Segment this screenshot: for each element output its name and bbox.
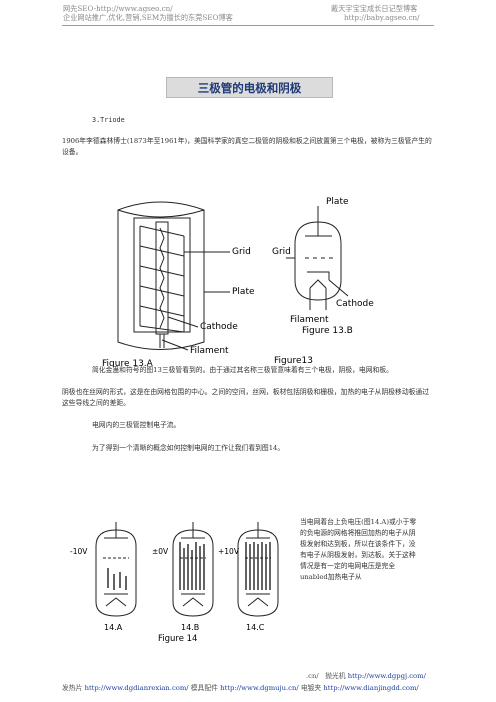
- footer-line2: 发热片 http://www.dgdianrexian.com/ 模具配件 ht…: [62, 682, 419, 692]
- label-14b: 14.B: [181, 623, 199, 632]
- symbol-label-grid: Grid: [272, 247, 291, 257]
- symbol-label-cathode: Cathode: [336, 299, 374, 309]
- footer-clip-text: 电镀夹: [300, 684, 322, 692]
- footer-polisher-text: 抛光机: [325, 672, 346, 680]
- section-heading: 3.Triode: [92, 116, 125, 124]
- footer-line1: .cn/ 抛光机 http://www.dgpgj.com/: [306, 670, 426, 680]
- label-filament: Filament: [190, 346, 229, 356]
- voltage-14b: ±0V: [152, 547, 169, 556]
- footer-mold-link[interactable]: http://www.dgmuju.cn/: [220, 684, 299, 692]
- caption-figure-14: Figure 14: [158, 634, 197, 643]
- voltage-14a: -10V: [70, 547, 88, 556]
- footer-heater-link[interactable]: http://www.dgdianrexian.com/: [84, 684, 189, 692]
- label-14c: 14.C: [246, 623, 265, 632]
- page-title: 三极管的电极和阴极: [197, 80, 302, 95]
- caption-figure-13b: Figure 13.B: [302, 326, 353, 336]
- footer-prefix: .cn/: [306, 672, 319, 680]
- symbol-label-plate: Plate: [326, 197, 349, 207]
- header-left-line2: 企业网站推广,优化,营销,SEM为擅长的东莞SEO博客: [63, 13, 233, 22]
- label-grid: Grid: [232, 247, 251, 257]
- header-left-line1: 网先SEO-http://www.agseo.cn/: [63, 4, 173, 13]
- figure-13: Grid Plate Cathode Filament Figure 13.A …: [102, 197, 374, 367]
- caption-figure-13: Figure13: [274, 356, 313, 366]
- paragraph-1: 简化金蛊和符号的图13三极管看到的。由于通过其名称三极管意味着有三个电极，阴极，…: [92, 366, 393, 374]
- footer-mold-text: 模具配件: [190, 684, 218, 692]
- header-right-line1: 戴天宇宝宝成长日记型博客: [331, 4, 418, 13]
- symbol-label-filament: Filament: [290, 315, 329, 325]
- intro-paragraph: 1906年李德森林博士(1873年至1961年)，美国科学家的真空二极管的阴极和…: [62, 137, 432, 156]
- label-plate: Plate: [232, 287, 255, 297]
- footer-polisher-link[interactable]: http://www.dgpgj.com/: [347, 672, 426, 680]
- header-divider: [62, 25, 434, 26]
- header-right-line2: http://baby.agseo.cn/: [344, 13, 420, 22]
- label-14a: 14.A: [104, 623, 123, 632]
- caption-figure-13a: Figure 13.A: [102, 359, 154, 367]
- paragraph-2: 阴极也在丝网的形式，这是在由网格包围的中心。之间的空间，丝网，板材包括阴极和栅极…: [62, 388, 430, 407]
- paragraph-3: 电网内的三极管控制电子流。: [92, 421, 181, 429]
- side-paragraph: 当电网着台上负电压(图14.A)或小于零的负电源的网格将推回加热的电子从阴极发射…: [300, 518, 417, 581]
- label-cathode: Cathode: [200, 322, 238, 332]
- voltage-14c: +10V: [218, 547, 240, 556]
- figure-14: -10V ±0V +10V 14.A 14.B 14.C Figure 14: [70, 522, 279, 643]
- footer-clip-link[interactable]: http://www.dianjingdd.com/: [323, 684, 419, 692]
- footer-heater-text: 发热片: [62, 684, 83, 692]
- paragraph-4: 为了得到一个清晰的概念如何控制电网的工作让我们看到图14。: [92, 444, 285, 452]
- title-box: 三极管的电极和阴极: [166, 77, 333, 98]
